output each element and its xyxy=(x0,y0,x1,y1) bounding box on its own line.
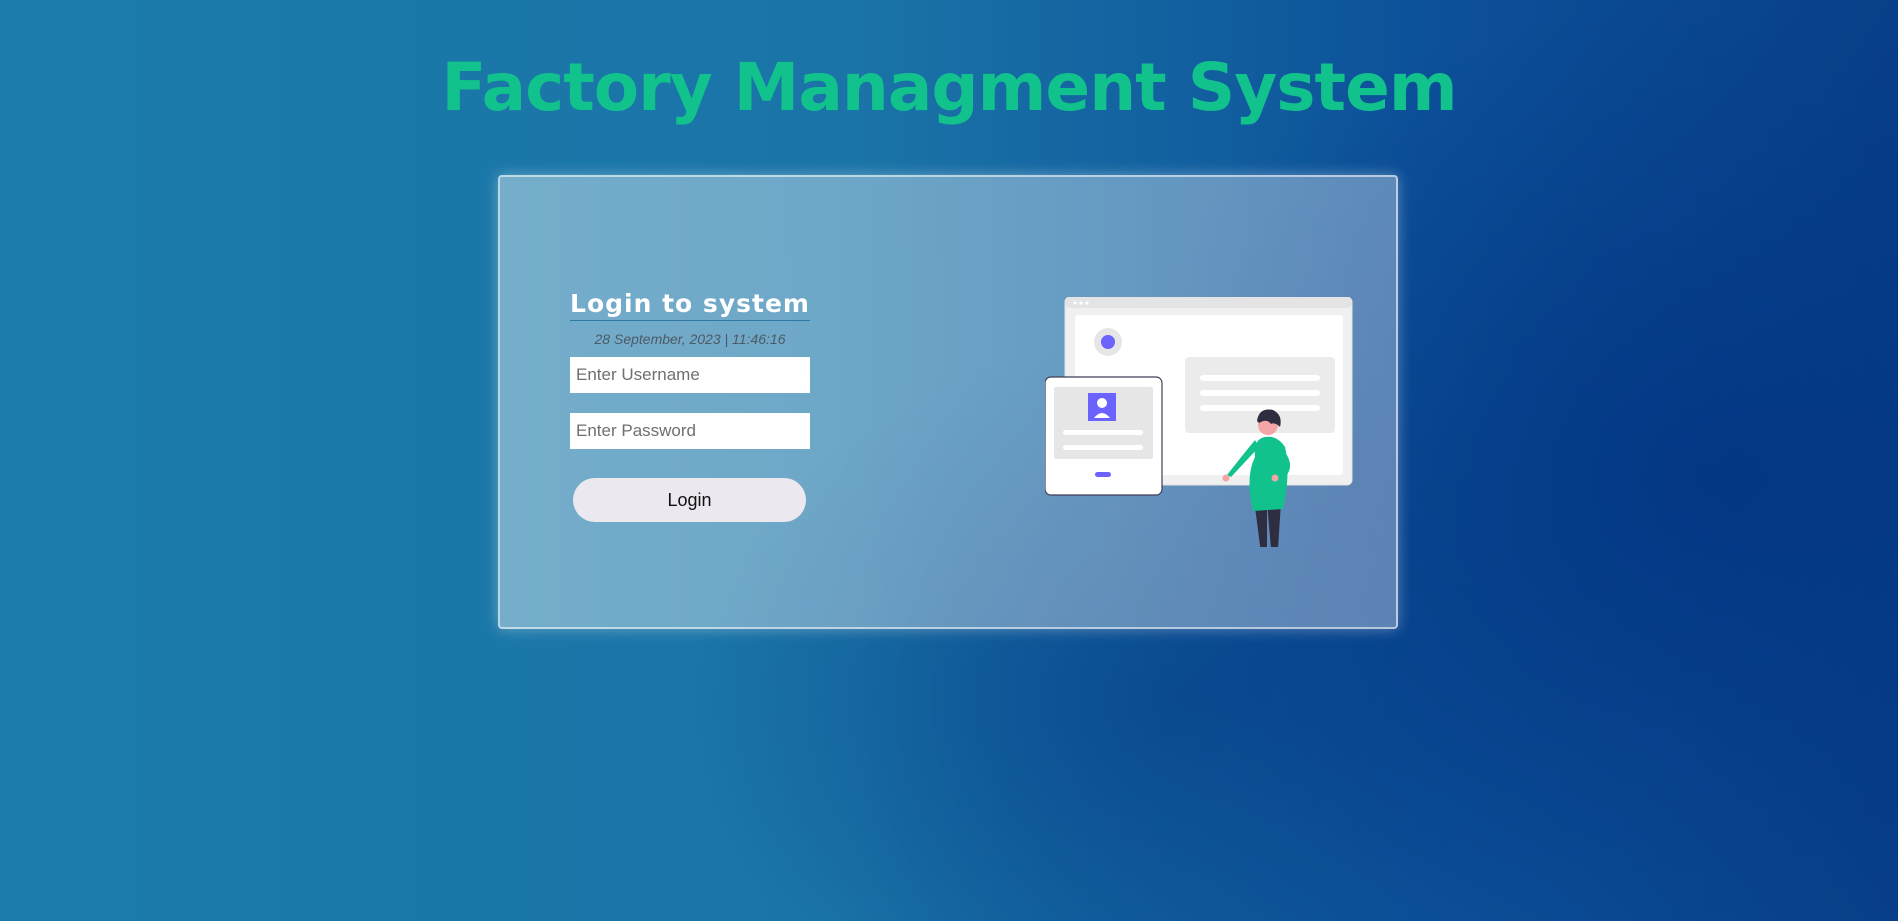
person-figure-graphic xyxy=(1222,409,1291,547)
profile-card-graphic xyxy=(1045,376,1163,496)
login-button[interactable]: Login xyxy=(573,478,806,522)
current-datetime: 28 September, 2023 | 11:46:16 xyxy=(594,331,786,347)
app-title: Factory Managment System xyxy=(441,49,1457,126)
login-form: Login to system 28 September, 2023 | 11:… xyxy=(570,289,810,522)
login-illustration xyxy=(1045,297,1353,547)
login-card: Login to system 28 September, 2023 | 11:… xyxy=(498,175,1398,629)
password-input[interactable] xyxy=(570,413,810,449)
username-input[interactable] xyxy=(570,357,810,393)
login-heading: Login to system xyxy=(570,289,810,321)
